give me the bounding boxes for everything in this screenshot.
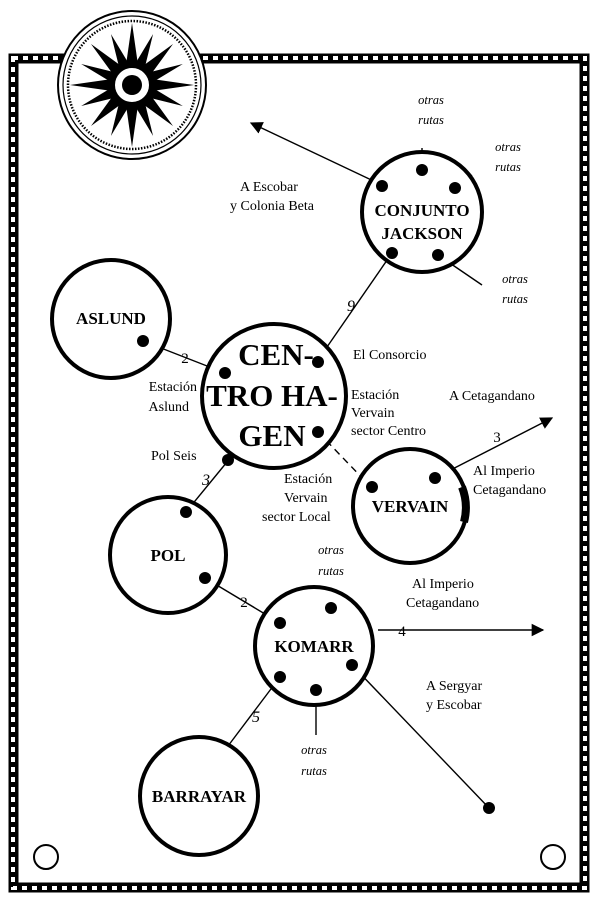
estacion-vervain-local-3: sector Local <box>262 510 331 525</box>
otras-rutas-top-1: otras <box>418 93 444 107</box>
distance-jackson-hagen: 9 <box>347 298 355 315</box>
al-imperio-2-1: Al Imperio <box>412 577 474 592</box>
a-escobar-1: A Escobar <box>240 180 298 195</box>
komarr-label: KOMARR <box>274 637 354 656</box>
distance-vervain-cetagandano: 3 <box>493 430 501 446</box>
node-vervain[interactable]: VERVAIN <box>351 447 469 565</box>
map-border <box>8 53 590 893</box>
jump-point <box>199 572 211 584</box>
jump-distances: 9 2 3 3 2 4 5 <box>181 298 501 726</box>
a-escobar-2: y Colonia Beta <box>230 199 315 214</box>
komarr-otras-rutas-1: otras <box>318 543 344 557</box>
estacion-aslund-2: Aslund <box>149 400 189 415</box>
conjunto-jackson-label-1: CONJUNTO <box>374 201 469 220</box>
jump-point <box>325 602 337 614</box>
estacion-vervain-centro-2: Vervain <box>351 406 395 421</box>
jump-point <box>180 506 192 518</box>
centro-hagen-label-2: TRO HA- <box>206 378 338 413</box>
distance-komarr-barrayar: 5 <box>252 709 260 726</box>
jump-point <box>386 247 398 259</box>
route-komarr-sergyar <box>351 664 490 809</box>
estacion-vervain-centro-1: Estación <box>351 388 399 403</box>
al-imperio-1-2: Cetagandano <box>473 483 546 498</box>
distance-hagen-pol: 3 <box>201 472 210 489</box>
pol-seis-label: Pol Seis <box>151 449 197 464</box>
route-jackson-escobar <box>249 122 383 186</box>
vervain-accent <box>458 485 470 524</box>
corner-ornament-left-icon <box>33 844 59 870</box>
node-barrayar[interactable]: BARRAYAR <box>138 735 260 857</box>
jump-point <box>432 249 444 261</box>
compass-rose-icon <box>57 10 207 160</box>
jump-point <box>274 617 286 629</box>
route-komarr-barrayar <box>224 676 281 751</box>
estacion-aslund-1: Estación <box>149 380 197 395</box>
jump-point <box>483 802 495 814</box>
jump-point <box>222 454 234 466</box>
jump-point <box>416 164 428 176</box>
jump-point <box>310 684 322 696</box>
jump-point <box>449 182 461 194</box>
conjunto-jackson-label-2: JACKSON <box>381 224 463 243</box>
a-cetagandano-label: A Cetagandano <box>449 389 535 404</box>
jump-point <box>274 671 286 683</box>
distance-komarr-east: 4 <box>398 624 406 640</box>
jump-point <box>376 180 388 192</box>
jump-point <box>137 335 149 347</box>
otras-rutas-top-2: rutas <box>418 113 444 127</box>
pol-label: POL <box>151 546 186 565</box>
otras-rutas-right-2: rutas <box>495 160 521 174</box>
node-pol[interactable]: POL <box>108 495 228 615</box>
node-conjunto-jackson[interactable]: CONJUNTO JACKSON <box>360 150 484 274</box>
otras-rutas-right-1: otras <box>495 140 521 154</box>
node-aslund[interactable]: ASLUND <box>50 258 172 380</box>
jump-points <box>137 164 495 814</box>
barrayar-otras-rutas-2: rutas <box>301 764 327 778</box>
vervain-label: VERVAIN <box>372 497 449 516</box>
komarr-otras-rutas-2: rutas <box>318 564 344 578</box>
al-imperio-2-2: Cetagandano <box>406 596 479 611</box>
jump-point <box>219 367 231 379</box>
jump-point <box>346 659 358 671</box>
otras-rutas-lower-1: otras <box>502 272 528 286</box>
jump-point <box>312 426 324 438</box>
route-jackson-hagen <box>317 252 393 361</box>
el-consorcio-label: El Consorcio <box>353 348 427 363</box>
corner-ornament-right-icon <box>540 844 566 870</box>
barrayar-otras-rutas-1: otras <box>301 743 327 757</box>
centro-hagen-label-3: GEN <box>238 418 305 453</box>
distance-pol-komarr: 2 <box>240 595 248 611</box>
al-imperio-1-1: Al Imperio <box>473 464 535 479</box>
jump-point <box>312 356 324 368</box>
aslund-label: ASLUND <box>76 309 146 328</box>
a-sergyar-1: A Sergyar <box>426 679 482 694</box>
otras-rutas-lower-2: rutas <box>502 292 528 306</box>
centro-hagen-label-1: CEN- <box>238 337 314 372</box>
estacion-vervain-local-2: Vervain <box>284 491 328 506</box>
jump-point <box>366 481 378 493</box>
distance-aslund-hagen: 2 <box>181 351 189 367</box>
node-centro-hagen[interactable]: CEN- TRO HA- GEN <box>200 322 348 470</box>
estacion-vervain-centro-3: sector Centro <box>351 424 426 439</box>
barrayar-label: BARRAYAR <box>152 787 247 806</box>
jump-point <box>429 472 441 484</box>
route-annotations: otras rutas otras rutas otras rutas A Es… <box>149 93 547 778</box>
a-sergyar-2: y Escobar <box>426 698 482 713</box>
estacion-vervain-local-1: Estación <box>284 472 332 487</box>
